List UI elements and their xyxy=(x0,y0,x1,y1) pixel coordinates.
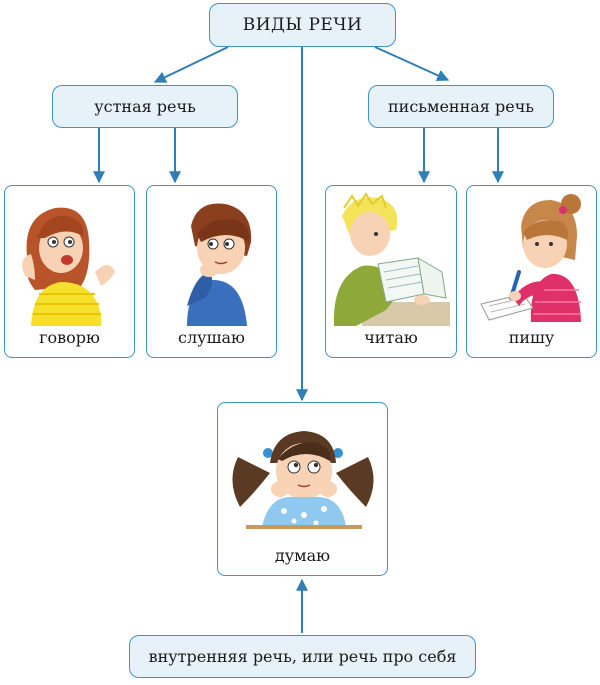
card-think: думаю xyxy=(217,402,388,576)
arrow-root-to-written xyxy=(374,46,450,82)
arrow-root-to-oral xyxy=(153,46,229,83)
girl-thinking-illustration xyxy=(232,431,374,529)
oral-speech-box: устная речь xyxy=(52,85,238,128)
inner-speech-box: внутренняя речь, или речь про себя xyxy=(129,635,476,678)
label-write: пишу xyxy=(508,328,555,347)
card-listen: слушаю xyxy=(146,185,277,358)
written-speech-box: письменная речь xyxy=(368,85,554,128)
label-listen: слушаю xyxy=(178,328,245,347)
boy-listening-illustration xyxy=(187,203,252,326)
inner-speech-label: внутренняя речь, или речь про себя xyxy=(148,647,457,666)
card-read: читаю xyxy=(325,185,457,358)
label-read: читаю xyxy=(364,328,418,347)
girl-writing-illustration xyxy=(480,194,581,322)
label-speak: говорю xyxy=(39,328,100,347)
root-label: ВИДЫ РЕЧИ xyxy=(242,15,363,35)
card-write: пишу xyxy=(466,185,597,358)
written-speech-label: письменная речь xyxy=(388,97,534,116)
root-box: ВИДЫ РЕЧИ xyxy=(209,3,396,47)
card-speak: говорю xyxy=(4,185,135,358)
boy-reading-illustration xyxy=(333,192,450,326)
oral-speech-label: устная речь xyxy=(94,97,196,116)
girl-talking-illustration xyxy=(22,207,115,326)
label-think: думаю xyxy=(274,546,331,565)
